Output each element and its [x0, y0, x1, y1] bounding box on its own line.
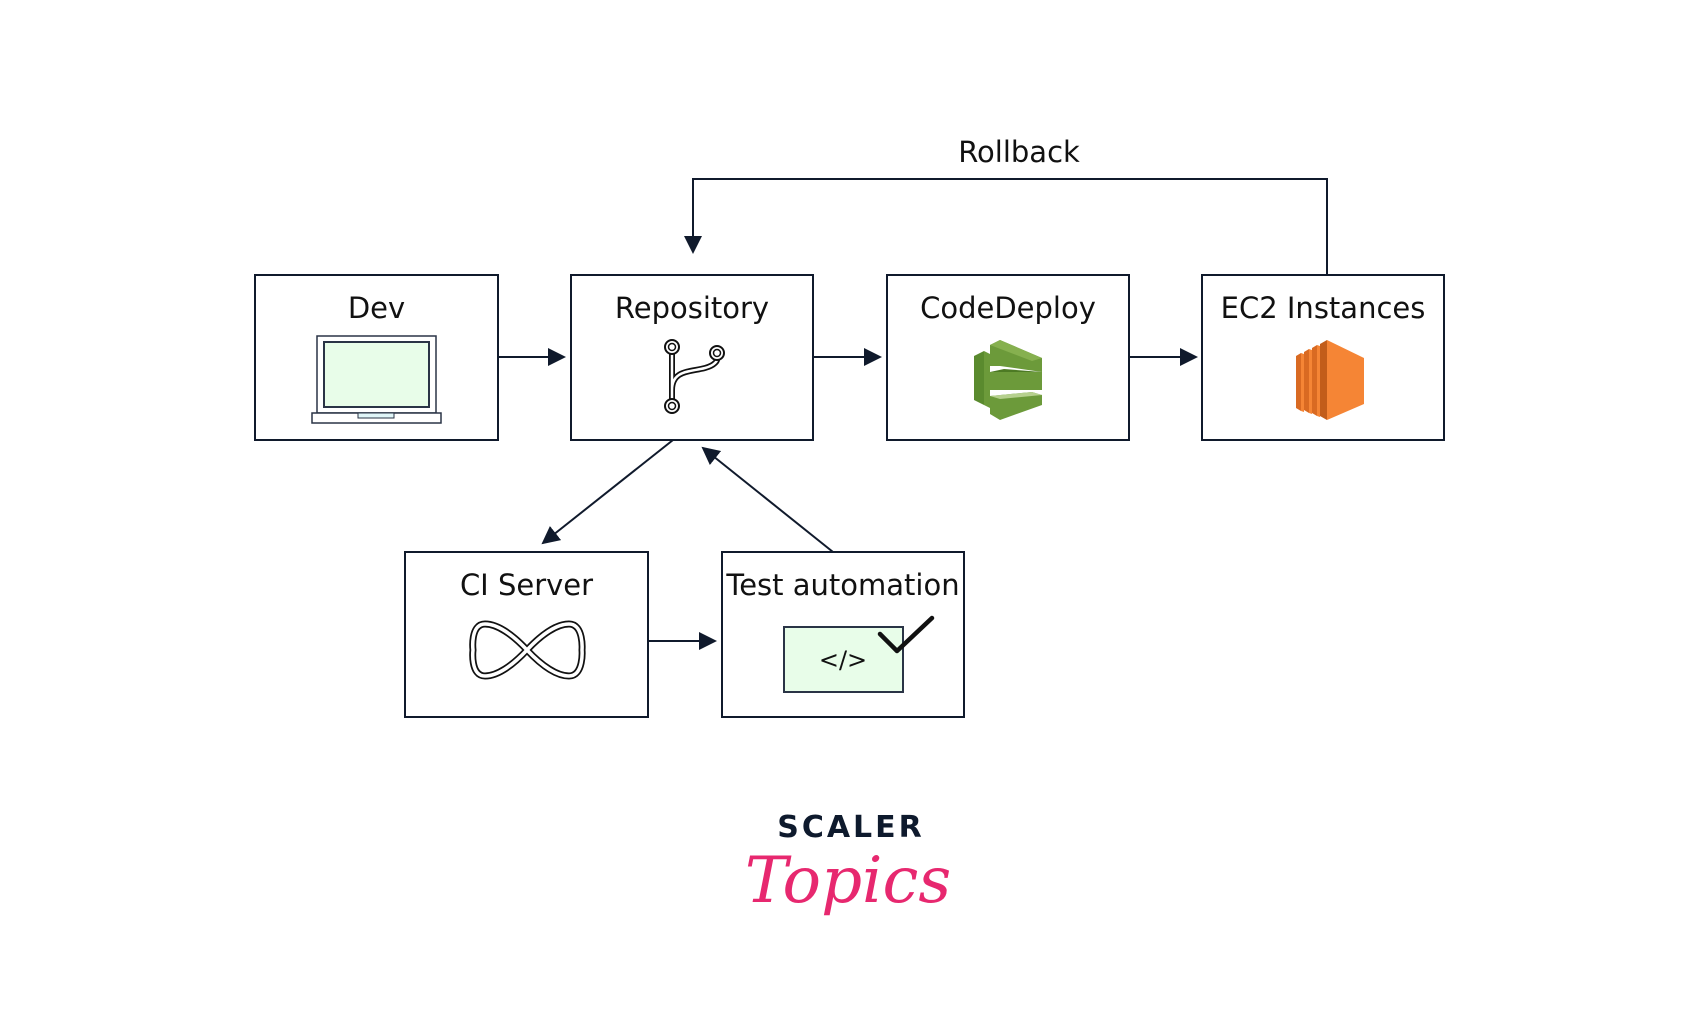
scaler-topics-logo: SCALER Topics: [745, 810, 951, 918]
code-check-icon: </>: [783, 615, 935, 693]
code-symbol: </>: [819, 646, 867, 674]
node-dev[interactable]: Dev: [254, 274, 499, 441]
logo-topics: Topics: [745, 844, 951, 918]
node-ec2[interactable]: EC2 Instances: [1201, 274, 1445, 441]
logo-scaler: SCALER: [777, 810, 925, 845]
edge-test-to-repository: [701, 446, 834, 553]
aws-ec2-icon: [1296, 340, 1364, 420]
aws-codedeploy-icon: [974, 340, 1042, 420]
node-ci-server[interactable]: CI Server: [404, 551, 649, 718]
node-dev-label: Dev: [348, 291, 405, 325]
checkmark-icon: [877, 615, 935, 654]
infinity-icon: [469, 620, 586, 680]
git-branch-icon: [664, 339, 725, 414]
node-ec2-label: EC2 Instances: [1221, 291, 1426, 325]
rollback-edge: Rollback: [684, 135, 1328, 274]
node-codedeploy[interactable]: CodeDeploy: [886, 274, 1130, 441]
node-ci-server-box: [404, 551, 649, 718]
node-repository[interactable]: Repository: [570, 274, 814, 441]
node-test-automation-label: Test automation: [725, 568, 959, 602]
node-ci-server-label: CI Server: [460, 568, 593, 602]
edge-repository-to-ci: [541, 439, 674, 545]
node-repository-label: Repository: [615, 291, 769, 325]
node-codedeploy-label: CodeDeploy: [920, 291, 1096, 325]
laptop-icon: [311, 335, 442, 424]
rollback-arrow: [684, 178, 1328, 274]
node-test-automation[interactable]: Test automation </>: [721, 551, 965, 718]
rollback-label: Rollback: [958, 135, 1080, 169]
node-repository-box: [570, 274, 814, 441]
